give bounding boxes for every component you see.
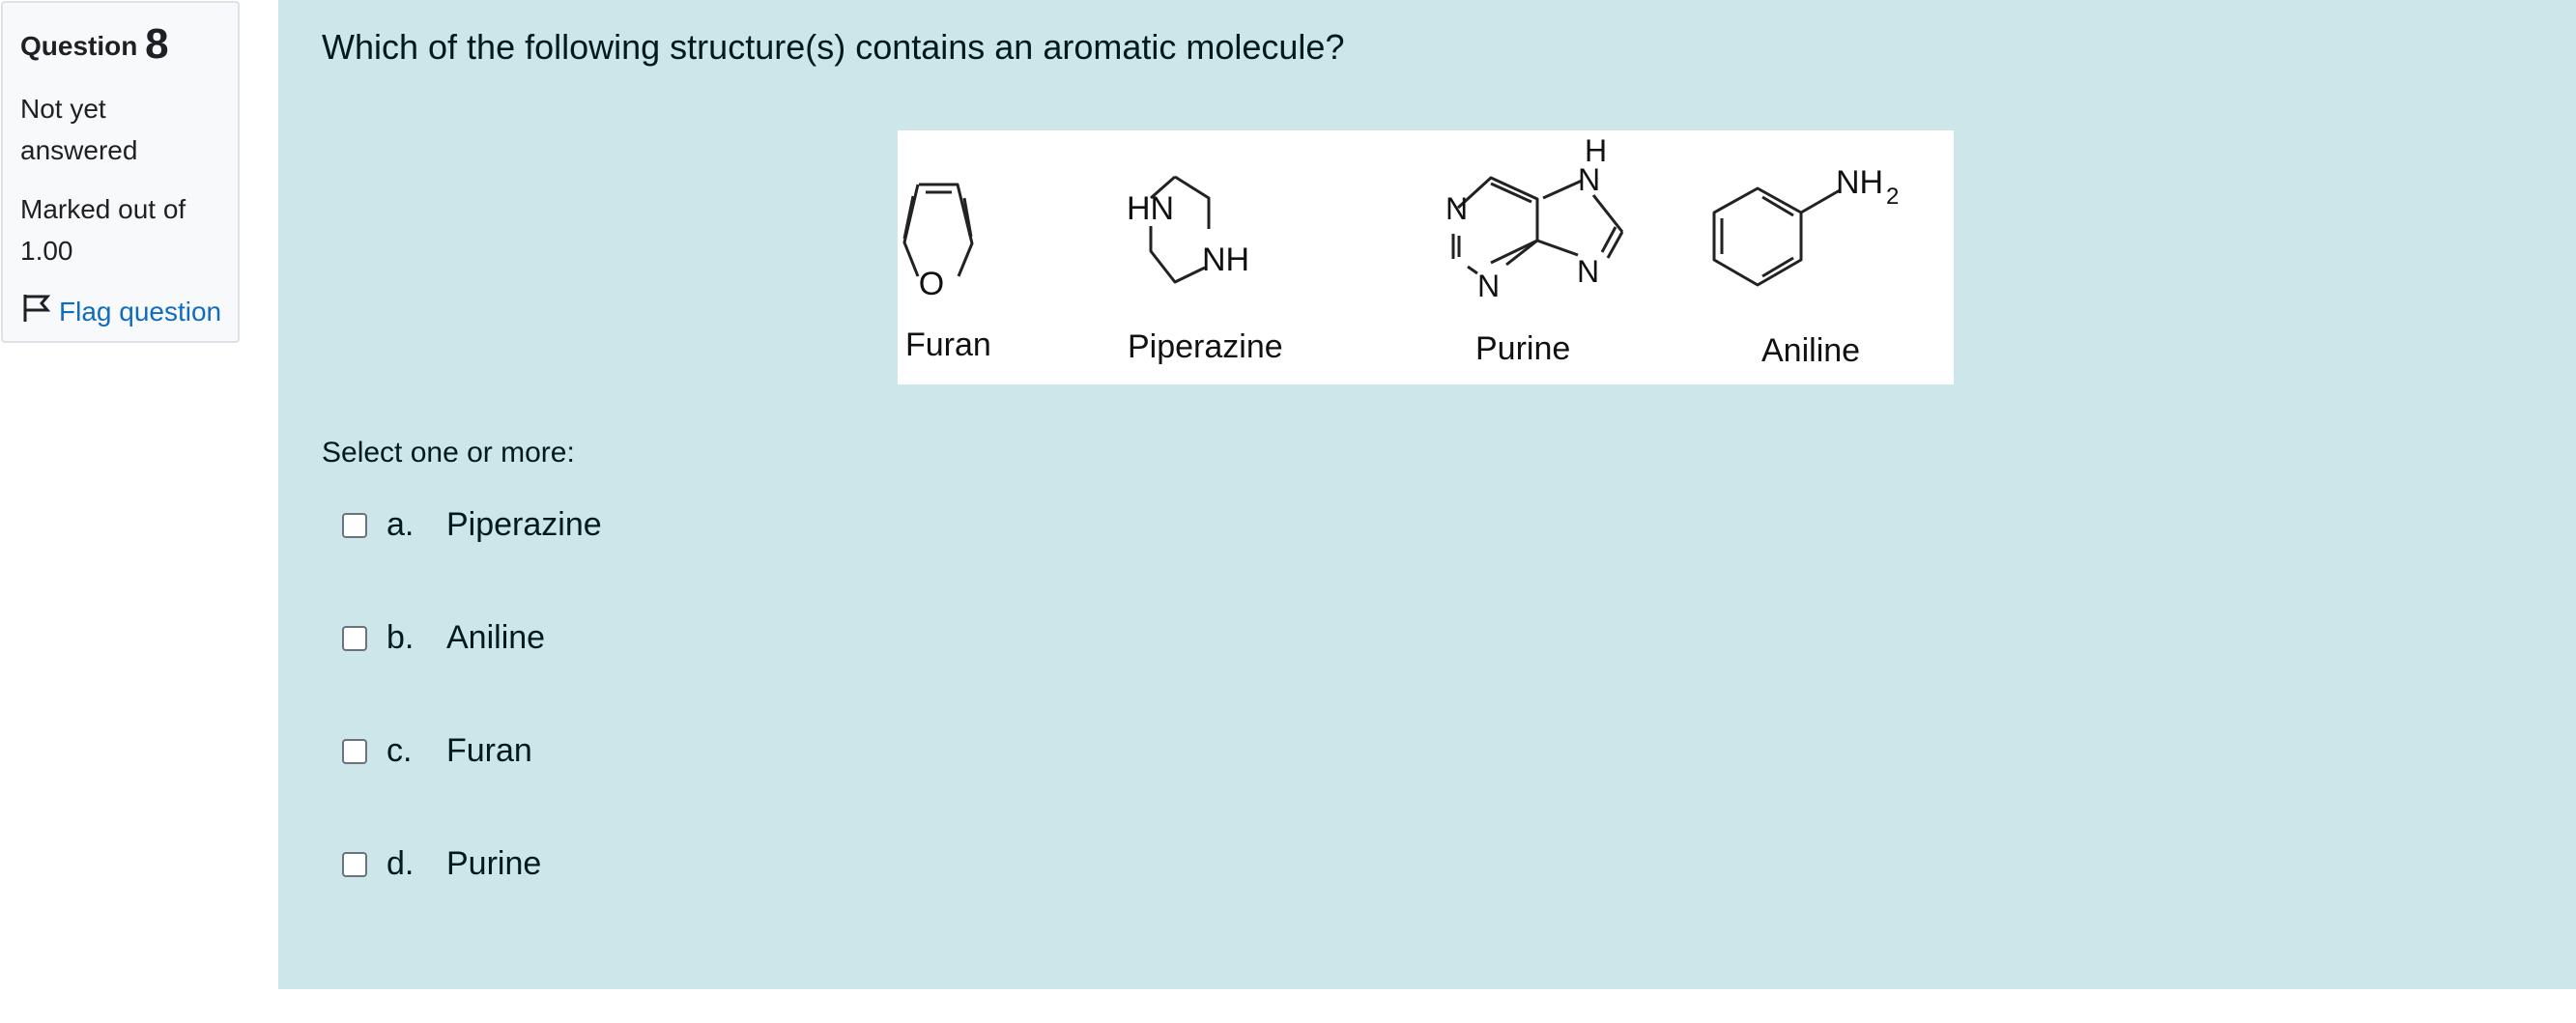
- grade-line-2: 1.00: [20, 236, 73, 266]
- question-state: Not yet answered: [20, 88, 220, 171]
- grade-line-1: Marked out of: [20, 194, 186, 224]
- answer-prompt: Select one or more:: [322, 437, 575, 469]
- answer-option-b[interactable]: b. Aniline: [342, 619, 545, 657]
- purine-h-atom: H: [1585, 133, 1607, 168]
- aniline-subscript-2: 2: [1886, 184, 1899, 210]
- purine-structure: [1451, 176, 1624, 275]
- answer-option-a[interactable]: a. Piperazine: [342, 506, 602, 544]
- purine-n3-atom: N: [1477, 269, 1500, 303]
- furan-label: Furan: [905, 327, 991, 363]
- answer-letter-b: b.: [386, 619, 415, 656]
- piperazine-label: Piperazine: [1128, 328, 1283, 365]
- answer-text-c[interactable]: Furan: [446, 732, 532, 769]
- molecule-drawings: O HN NH H N N N N NH 2: [902, 133, 1899, 303]
- molecule-structures-image: O HN NH H N N N N NH 2 Furan Piperazine …: [898, 130, 1954, 384]
- flag-question-label: Flag question: [59, 296, 222, 327]
- answer-option-c[interactable]: c. Furan: [342, 732, 532, 770]
- question-word: Question: [20, 31, 138, 61]
- answer-text-a[interactable]: Piperazine: [446, 506, 602, 543]
- answer-checkbox-a[interactable]: [342, 512, 367, 538]
- answer-letter-a: a.: [386, 506, 415, 543]
- piperazine-nh-atom: NH: [1202, 242, 1249, 278]
- question-number: 8: [145, 20, 169, 68]
- flag-question-link[interactable]: Flag question: [20, 292, 221, 331]
- flag-outline-icon: [20, 292, 53, 331]
- answer-text-b[interactable]: Aniline: [446, 619, 546, 656]
- answer-checkbox-d[interactable]: [342, 851, 367, 877]
- aniline-nh-atom: NH: [1836, 164, 1883, 201]
- state-line-2: answered: [20, 135, 138, 165]
- answer-option-d[interactable]: d. Purine: [342, 845, 541, 883]
- question-info: Question 8 Not yet answered Marked out o…: [1, 1, 240, 343]
- question-content: Which of the following structure(s) cont…: [278, 0, 2576, 989]
- question-grade: Marked out of 1.00: [20, 188, 220, 271]
- answer-letter-c: c.: [386, 732, 413, 769]
- aniline-label: Aniline: [1761, 332, 1861, 369]
- purine-label: Purine: [1475, 330, 1571, 367]
- purine-n7-atom: N: [1577, 254, 1599, 289]
- piperazine-hn-atom: HN: [1127, 190, 1174, 227]
- furan-structure: [902, 183, 974, 277]
- question-number-heading: Question 8: [20, 20, 220, 69]
- piperazine-structure: [1149, 175, 1211, 284]
- purine-n9-atom: N: [1578, 162, 1600, 197]
- question-text: Which of the following structure(s) cont…: [322, 27, 1345, 67]
- answer-letter-d: d.: [386, 845, 415, 882]
- furan-o-atom: O: [919, 266, 944, 302]
- purine-n1-atom: N: [1445, 191, 1468, 226]
- state-line-1: Not yet: [20, 94, 106, 124]
- answer-text-d[interactable]: Purine: [446, 845, 542, 882]
- answer-checkbox-b[interactable]: [342, 625, 367, 651]
- answer-checkbox-c[interactable]: [342, 738, 367, 764]
- aniline-structure: [1712, 186, 1841, 287]
